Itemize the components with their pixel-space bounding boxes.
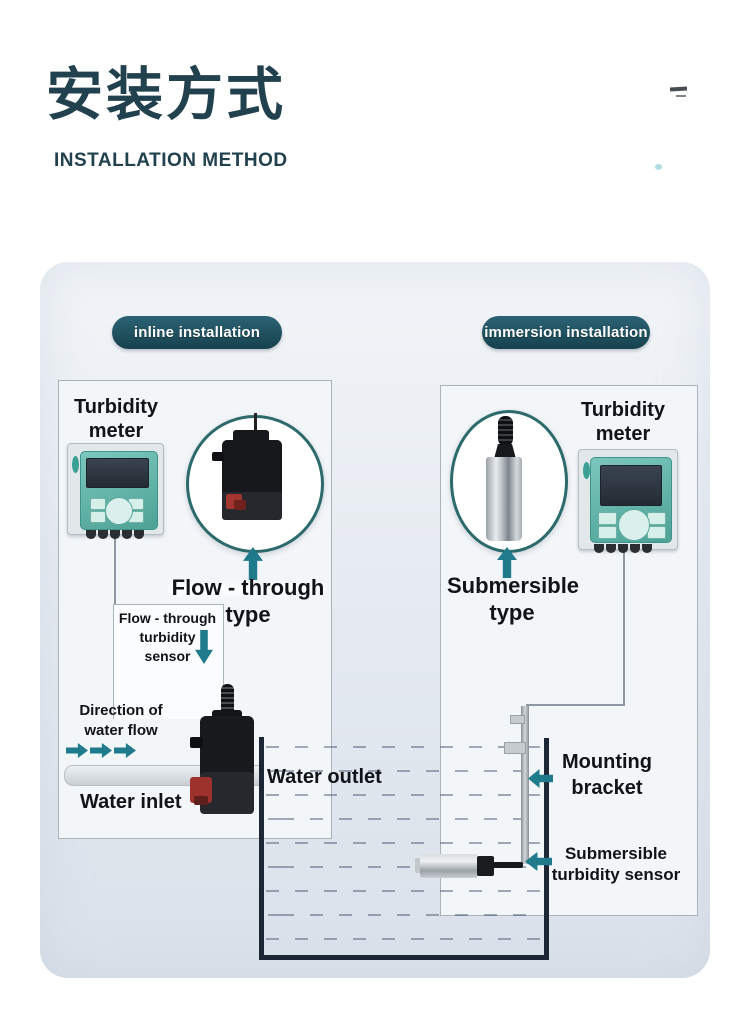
meter-button [598,526,617,539]
tank-right-wall [544,738,549,960]
water-line [266,770,540,772]
tank-bottom-wall [259,955,549,960]
turbidity-meter-device-right [578,449,678,553]
cable-gland-icon [110,530,120,539]
cable-gland-icon [618,544,628,553]
water-line [266,842,540,844]
meter-button [90,511,106,523]
bracket-clamp [510,715,525,724]
page-title-english: INSTALLATION METHOD [54,150,288,171]
submersible-sensor-tip [415,858,422,873]
water-line [266,746,540,748]
water-outlet-label: Water outlet [267,766,382,788]
cable-gland-icon [606,544,616,553]
submersible-sensor [420,854,478,878]
cable-gland-icon [122,530,132,539]
meter-label-left: Turbidity meter [73,396,159,442]
sensor-cable-spring-icon [221,684,234,718]
meter-dpad [105,497,133,525]
meter-dpad [618,509,650,541]
meter-label-right: Turbidity meter [580,399,666,445]
meter-screen [600,465,662,506]
mounting-bracket-label: Mounting bracket [562,751,652,799]
meter-button [598,512,617,525]
water-line [266,794,540,796]
tank-left-wall [259,737,264,960]
water-line [266,890,540,892]
cable-gland-icon [642,544,652,553]
submersible-sensor-cable [493,862,523,868]
sensor-callout-label: Flow - through turbidity sensor [118,610,217,664]
meter-logo-icon [72,456,79,473]
meter-screen [86,458,149,488]
submersible-type-label: Submersible type [447,573,580,625]
water-line [266,938,540,940]
sensor-knob [212,452,224,461]
meter-front-panel [80,451,158,530]
water-line [266,818,540,820]
decorative-dash [669,86,688,92]
cable-gland-icon [98,530,108,539]
cable-gland-icon [594,544,604,553]
meter-button [647,526,666,539]
cable-gland-icon [134,530,144,539]
meter-cable-right-vertical [623,551,625,706]
decorative-dash [676,95,686,97]
meter-cable-right-horizontal [526,704,625,706]
water-line [266,914,540,916]
meter-button [90,498,106,510]
decorative-speck [655,164,662,170]
flow-through-sensor [200,716,254,780]
page-title-chinese: 安装方式 [46,63,286,127]
sensor-cable-spring-icon [498,416,513,446]
sensor-antenna [254,413,257,439]
bracket-clamp [504,742,526,754]
water-inlet-label: Water inlet [80,791,182,813]
submersible-sensor-closeup [486,457,522,541]
meter-cable-left [114,533,116,605]
turbidity-meter-device-left [67,443,164,539]
sensor-cone [494,444,516,459]
mounting-bracket-pole [521,706,529,864]
flow-through-type-label: Flow - through type [171,575,325,627]
meter-logo-icon [583,462,590,479]
inlet-fitting-detail [194,796,208,805]
sensor-fitting-detail [234,500,246,510]
submersible-sensor-connector [477,856,494,876]
inline-installation-badge: inline installation [112,316,282,349]
flow-direction-label: Direction of water flow [79,702,163,739]
meter-front-panel [590,457,672,543]
tank-water [266,746,540,946]
cable-gland-icon [86,530,96,539]
water-line [266,866,540,868]
immersion-installation-badge: immersion installation [482,316,650,349]
flow-sensor-knob [190,737,203,748]
cable-gland-icon [630,544,640,553]
submersible-sensor-label: Submersible turbidity sensor [551,844,681,884]
